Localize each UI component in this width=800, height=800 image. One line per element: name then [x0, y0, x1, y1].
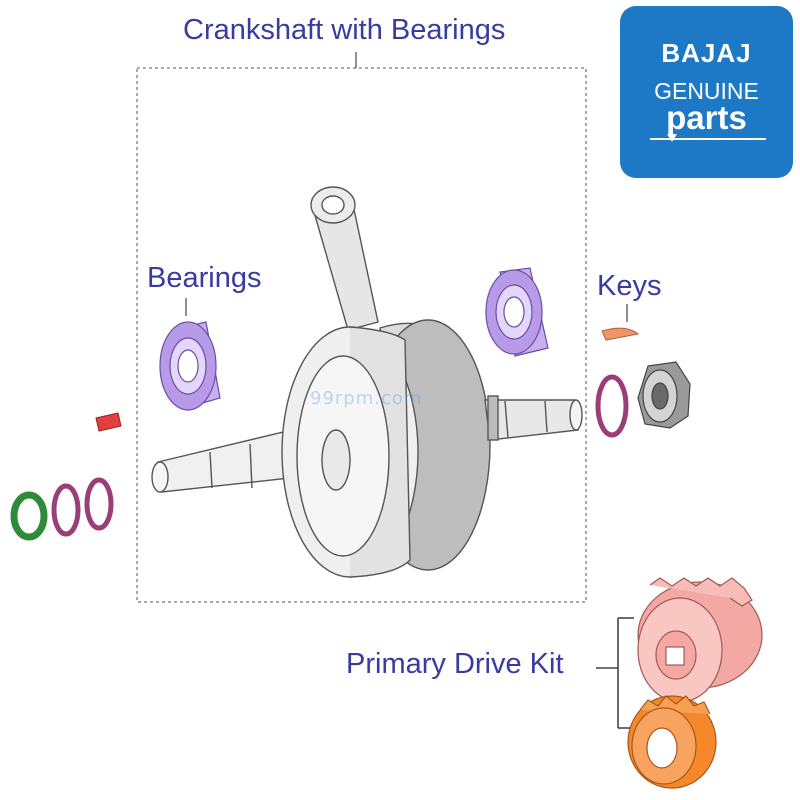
- bearing-right: [485, 267, 549, 357]
- logo-genuine: GENUINE: [654, 78, 759, 104]
- watermark: 99rpm.com: [310, 388, 423, 409]
- diagram-title: Crankshaft with Bearings: [183, 14, 506, 46]
- bajaj-genuine-parts-logo: BAJAJ GENUINE parts: [620, 6, 793, 178]
- shim-left-2: [84, 477, 114, 531]
- shim-right: [595, 374, 629, 438]
- crankshaft-right-shaft: [484, 395, 583, 441]
- primary-drive-bracket: [596, 617, 634, 729]
- oil-seal-left: [10, 491, 48, 541]
- crankshaft-nut: [637, 361, 691, 429]
- logo-parts: parts: [666, 99, 747, 136]
- logo-underline: [650, 138, 766, 140]
- connecting-rod: [310, 186, 379, 331]
- primary-drive-pinion: [627, 695, 717, 789]
- keys-label: Keys: [597, 270, 662, 302]
- crankshaft-flywheel-front: [281, 326, 419, 578]
- bearings-label: Bearings: [147, 262, 262, 294]
- shim-left-1: [51, 483, 81, 537]
- bearing-left: [159, 321, 221, 411]
- logo-arrow-icon: [667, 134, 677, 142]
- logo-brand: BAJAJ: [661, 38, 752, 68]
- primary-drive-gear: [637, 577, 763, 703]
- crankshaft-group-frame: [136, 67, 587, 603]
- small-key: [95, 412, 122, 432]
- primary-drive-kit-label: Primary Drive Kit: [346, 648, 564, 680]
- woodruff-key: [601, 327, 640, 341]
